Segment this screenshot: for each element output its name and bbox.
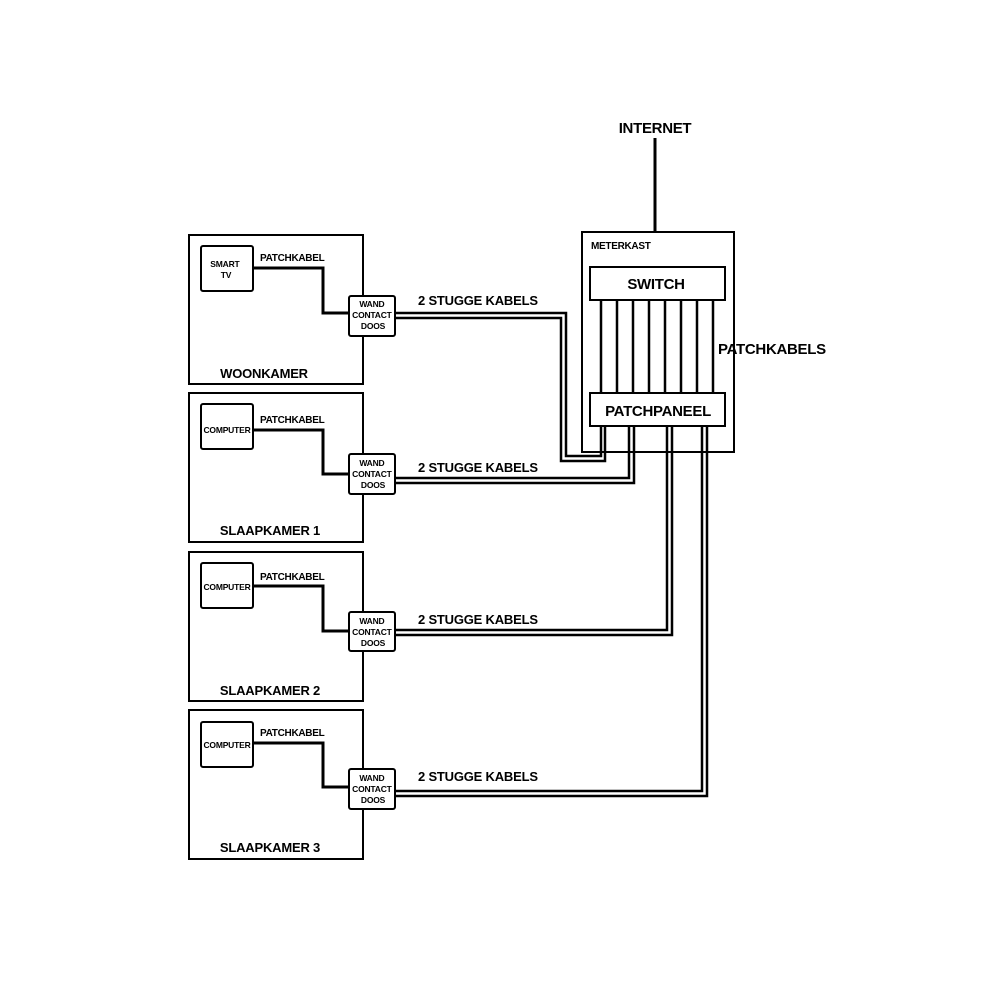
meterkast: METERKAST SWITCH PATCHPANEEL [581, 231, 735, 453]
patchkabel [253, 266, 349, 315]
room-name: WOONKAMER [220, 366, 309, 381]
patchkabel-label: PATCHKABEL [260, 572, 325, 583]
cable-woonkamer [395, 311, 607, 463]
room-box [188, 234, 364, 385]
device-box [200, 403, 254, 450]
room-slaapkamer-3: COMPUTER PATCHKABEL WAND CONTACT DOOS SL… [188, 709, 396, 860]
patchpaneel-box [589, 392, 726, 427]
wall-box [348, 611, 396, 652]
cable-label-slaapkamer-3: 2 STUGGE KABELS [418, 769, 538, 784]
cable-slaapkamer-3 [395, 426, 709, 798]
patchkabel-label: PATCHKABEL [260, 253, 325, 264]
room-name: SLAAPKAMER 2 [220, 683, 320, 698]
room-name: SLAAPKAMER 1 [220, 523, 320, 538]
wall-box [348, 768, 396, 810]
cable-label-slaapkamer-1: 2 STUGGE KABELS [418, 460, 538, 475]
room-slaapkamer-2: COMPUTER PATCHKABEL WAND CONTACT DOOS SL… [188, 551, 396, 702]
wall-box-label: WAND CONTACT DOOS [352, 458, 394, 490]
room-box [188, 392, 364, 543]
switch-box [589, 266, 726, 301]
cable-slaapkamer-1 [395, 426, 636, 485]
wall-box-label: WAND CONTACT DOOS [352, 773, 394, 805]
room-woonkamer: SMART TV PATCHKABEL WAND CONTACT DOOS WO… [188, 234, 396, 385]
wall-box [348, 453, 396, 495]
wall-box-label: WAND CONTACT DOOS [352, 616, 394, 648]
room-slaapkamer-1: COMPUTER PATCHKABEL WAND CONTACT DOOS SL… [188, 392, 396, 543]
patchpaneel-label: PATCHPANEEL [605, 403, 711, 420]
cable-label-woonkamer: 2 STUGGE KABELS [418, 293, 538, 308]
cable-slaapkamer-2 [395, 426, 674, 637]
patchkabel-label: PATCHKABEL [260, 728, 325, 739]
patchkabels-label: PATCHKABELS [718, 341, 826, 358]
internet-label: INTERNET [619, 120, 692, 137]
device-label: COMPUTER [203, 740, 250, 750]
wall-box [348, 295, 396, 337]
device-label: COMPUTER [203, 425, 250, 435]
wall-box-label: WAND CONTACT DOOS [352, 299, 394, 331]
patchkabel [253, 584, 349, 633]
patchkabel [253, 428, 349, 476]
cable-label-slaapkamer-2: 2 STUGGE KABELS [418, 612, 538, 627]
patchkabel-label: PATCHKABEL [260, 415, 325, 426]
switch-label: SWITCH [627, 276, 684, 293]
device-label: SMART TV [210, 259, 241, 280]
patchkabel [253, 741, 349, 789]
meterkast-title: METERKAST [591, 241, 651, 252]
room-name: SLAAPKAMER 3 [220, 840, 320, 855]
device-label: COMPUTER [203, 582, 250, 592]
switch-patch-cables [599, 300, 715, 393]
